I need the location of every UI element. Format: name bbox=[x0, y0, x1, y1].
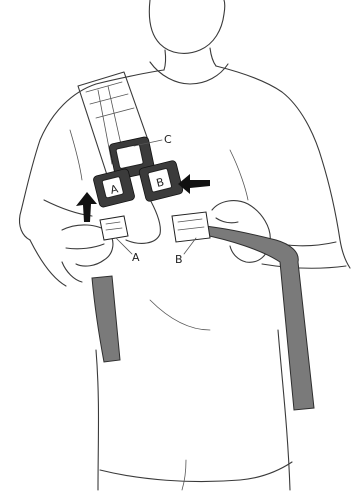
label-a: A bbox=[132, 252, 140, 263]
arrow-up-left bbox=[76, 192, 97, 222]
right-side-release-clip bbox=[172, 212, 210, 242]
person-torso bbox=[19, 62, 350, 490]
leader-a bbox=[116, 238, 132, 254]
label-c: C bbox=[164, 134, 172, 145]
label-b: B bbox=[175, 254, 183, 265]
loop-cord bbox=[126, 196, 160, 243]
left-strap bbox=[92, 276, 120, 362]
left-side-release-clip bbox=[100, 216, 128, 240]
right-strap bbox=[200, 226, 314, 410]
person-head bbox=[149, 0, 224, 70]
